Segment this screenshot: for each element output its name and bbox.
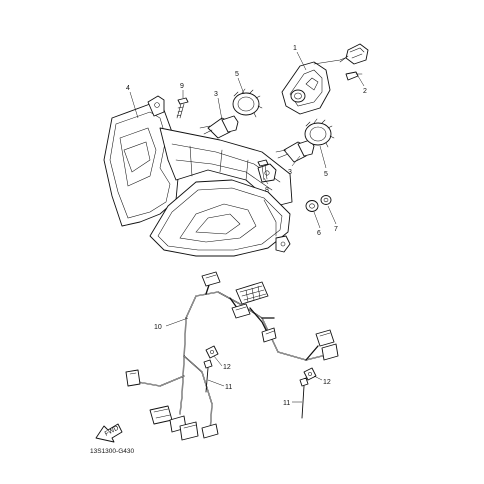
callout-12-left: 12 [223,364,231,371]
position-light-housing [281,55,351,115]
harness-connector-left [125,369,141,387]
harness-connector-bottom [179,421,219,441]
callout-5-left: 5 [235,71,239,78]
callout-3-right: 3 [288,169,292,176]
wire-clamp-12-right [303,367,317,381]
cable-tie-11-right [299,377,309,419]
screw-9 [176,97,189,119]
callout-1: 1 [293,45,297,52]
harness-connector-mid [231,303,251,319]
screw-8 [257,159,269,181]
grommet-6 [305,200,319,212]
wire-clamp-12-left [205,345,219,359]
harness-connector-right-upper [261,327,277,343]
callout-11-left: 11 [225,384,232,391]
nut-7 [320,195,332,205]
callout-2: 2 [363,88,367,95]
callout-7: 7 [334,226,338,233]
callout-4: 4 [126,85,130,92]
callout-labels: 1 2 3 3 4 5 5 6 7 8 9 10 11 11 12 12 [126,45,367,407]
headlight-bulb-right [275,139,315,163]
callout-6: 6 [317,230,321,237]
headlight-assembly [103,95,293,257]
callout-11-right: 11 [283,400,290,407]
headlight-wire-harness [137,281,331,433]
harness-connector-right-lower [315,329,339,361]
callout-10: 10 [154,324,162,331]
callout-12-right: 12 [323,379,331,386]
harness-connector-main [235,281,269,305]
harness-connector-top-left [201,271,221,287]
headlight-bulb-left [199,115,239,139]
position-light-connector [339,43,369,65]
front-direction-arrow: FWD [95,423,123,443]
figure-code: 13S1300-G430 [90,448,134,455]
cable-tie-11-left [203,359,213,393]
callout-9: 9 [180,83,184,90]
callout-5-right: 5 [324,171,328,178]
leader-lines [129,51,365,403]
bulb-socket-cover-left [232,88,263,118]
bulb-socket-cover-right [304,118,335,148]
callout-8: 8 [265,187,269,194]
callout-3-left: 3 [214,91,218,98]
